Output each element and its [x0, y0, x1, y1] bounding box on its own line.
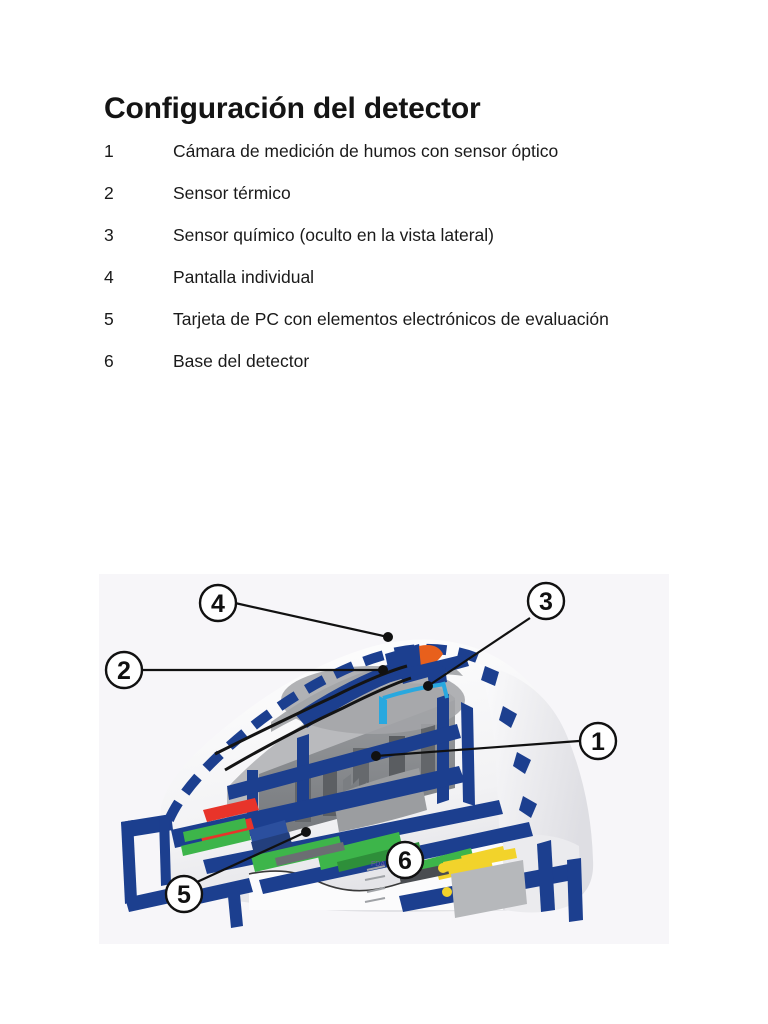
legend-item-number: 1 [104, 141, 114, 161]
terminal-screw-1 [438, 863, 448, 873]
legend-item-3: 3 Sensor químico (oculto en la vista lat… [104, 222, 684, 248]
frame-right-seg-4 [519, 796, 537, 818]
legend-item-label: Sensor térmico [173, 183, 291, 203]
callout-marker-2[interactable]: 2 [104, 650, 144, 690]
leader-dot-4 [383, 632, 393, 642]
legend-item-number: 3 [104, 225, 114, 245]
legend-item-label: Cámara de medición de humos con sensor ó… [173, 141, 559, 161]
leader-dot-3 [423, 681, 433, 691]
chemical-sensor-probe [379, 681, 449, 724]
frame-left-wall [121, 820, 137, 904]
frame-base-post-far-right [567, 858, 583, 922]
frame-left-inner-post [159, 816, 171, 886]
callout-label-6: 6 [398, 847, 412, 875]
component-blue-cap [249, 820, 289, 846]
terminal-screw-2 [442, 887, 452, 897]
display-indicator [419, 645, 443, 668]
component-dark-strip [399, 864, 449, 884]
leader-line-3 [427, 617, 531, 687]
frame-base-post-right [537, 840, 555, 912]
frame-cap-bar [295, 660, 411, 728]
component-red-1 [203, 798, 259, 822]
callout-marker-4[interactable]: 4 [198, 583, 238, 623]
frame-left-bottom [125, 888, 175, 912]
legend-item-label: Sensor químico (oculto en la vista later… [173, 225, 494, 245]
legend-item-number: 6 [104, 351, 114, 371]
leader-dot-2 [378, 665, 388, 675]
frame-right-seg-3 [513, 752, 531, 774]
frame-base-post-left [227, 884, 243, 928]
leader-dot-1 [371, 751, 381, 761]
base-marking: FDA [371, 861, 385, 868]
page-title: Configuración del detector [104, 92, 481, 126]
legend-item-label: Tarjeta de PC con elementos electrónicos… [173, 309, 609, 329]
frame-right-seg-1 [481, 666, 499, 686]
legend-item-5: 5 Tarjeta de PC con elementos electrónic… [104, 306, 684, 332]
terminal-screw-3 [507, 850, 515, 858]
legend-item-label: Base del detector [173, 351, 310, 371]
leader-line-1 [375, 739, 580, 758]
legend-item-1: 1 Cámara de medición de humos con sensor… [104, 138, 684, 164]
component-green-1 [183, 818, 247, 842]
callout-label-4: 4 [211, 590, 225, 618]
callout-marker-6[interactable]: 6 [385, 840, 425, 880]
base-spring-contacts [364, 865, 386, 903]
callout-marker-1[interactable]: 1 [578, 721, 618, 761]
callout-leader-dots [301, 632, 433, 837]
callout-label-5: 5 [177, 881, 191, 909]
legend-item-number: 5 [104, 309, 114, 329]
legend-item-4: 4 Pantalla individual [104, 264, 684, 290]
legend-item-6: 6 Base del detector [104, 348, 684, 374]
terminal-block [451, 860, 527, 918]
pcb-board-green-2 [317, 832, 403, 870]
electronics-components: FDA [181, 798, 527, 918]
frame-cut-arc [164, 643, 479, 823]
legend-item-number: 2 [104, 183, 114, 203]
detector-cutaway-figure: FDA 4 [99, 574, 669, 944]
component-green-2 [181, 830, 251, 856]
callout-label-2: 2 [117, 657, 131, 685]
callout-marker-5[interactable]: 5 [164, 874, 204, 914]
frame-cap-tab [427, 666, 447, 686]
leader-line-4 [234, 601, 389, 639]
legend-item-label: Pantalla individual [173, 267, 315, 287]
frame-upper-beam [227, 724, 461, 800]
callout-label-3: 3 [539, 588, 553, 616]
leader-line-5 [196, 831, 307, 883]
frame-post-right [461, 702, 475, 806]
callout-marker-3[interactable]: 3 [526, 581, 566, 621]
callout-leaders [142, 601, 580, 883]
legend-item-2: 2 Sensor térmico [104, 180, 684, 206]
frame-right-seg-2 [499, 706, 517, 728]
callout-markers: 4 2 3 1 5 [104, 581, 618, 914]
legend-item-number: 4 [104, 267, 114, 287]
terminal-contact-2 [461, 846, 505, 864]
pcb-connector [275, 842, 345, 866]
leader-dot-5 [301, 827, 311, 837]
callout-label-1: 1 [591, 728, 605, 756]
legend-list: 1 Cámara de medición de humos con sensor… [104, 138, 684, 390]
